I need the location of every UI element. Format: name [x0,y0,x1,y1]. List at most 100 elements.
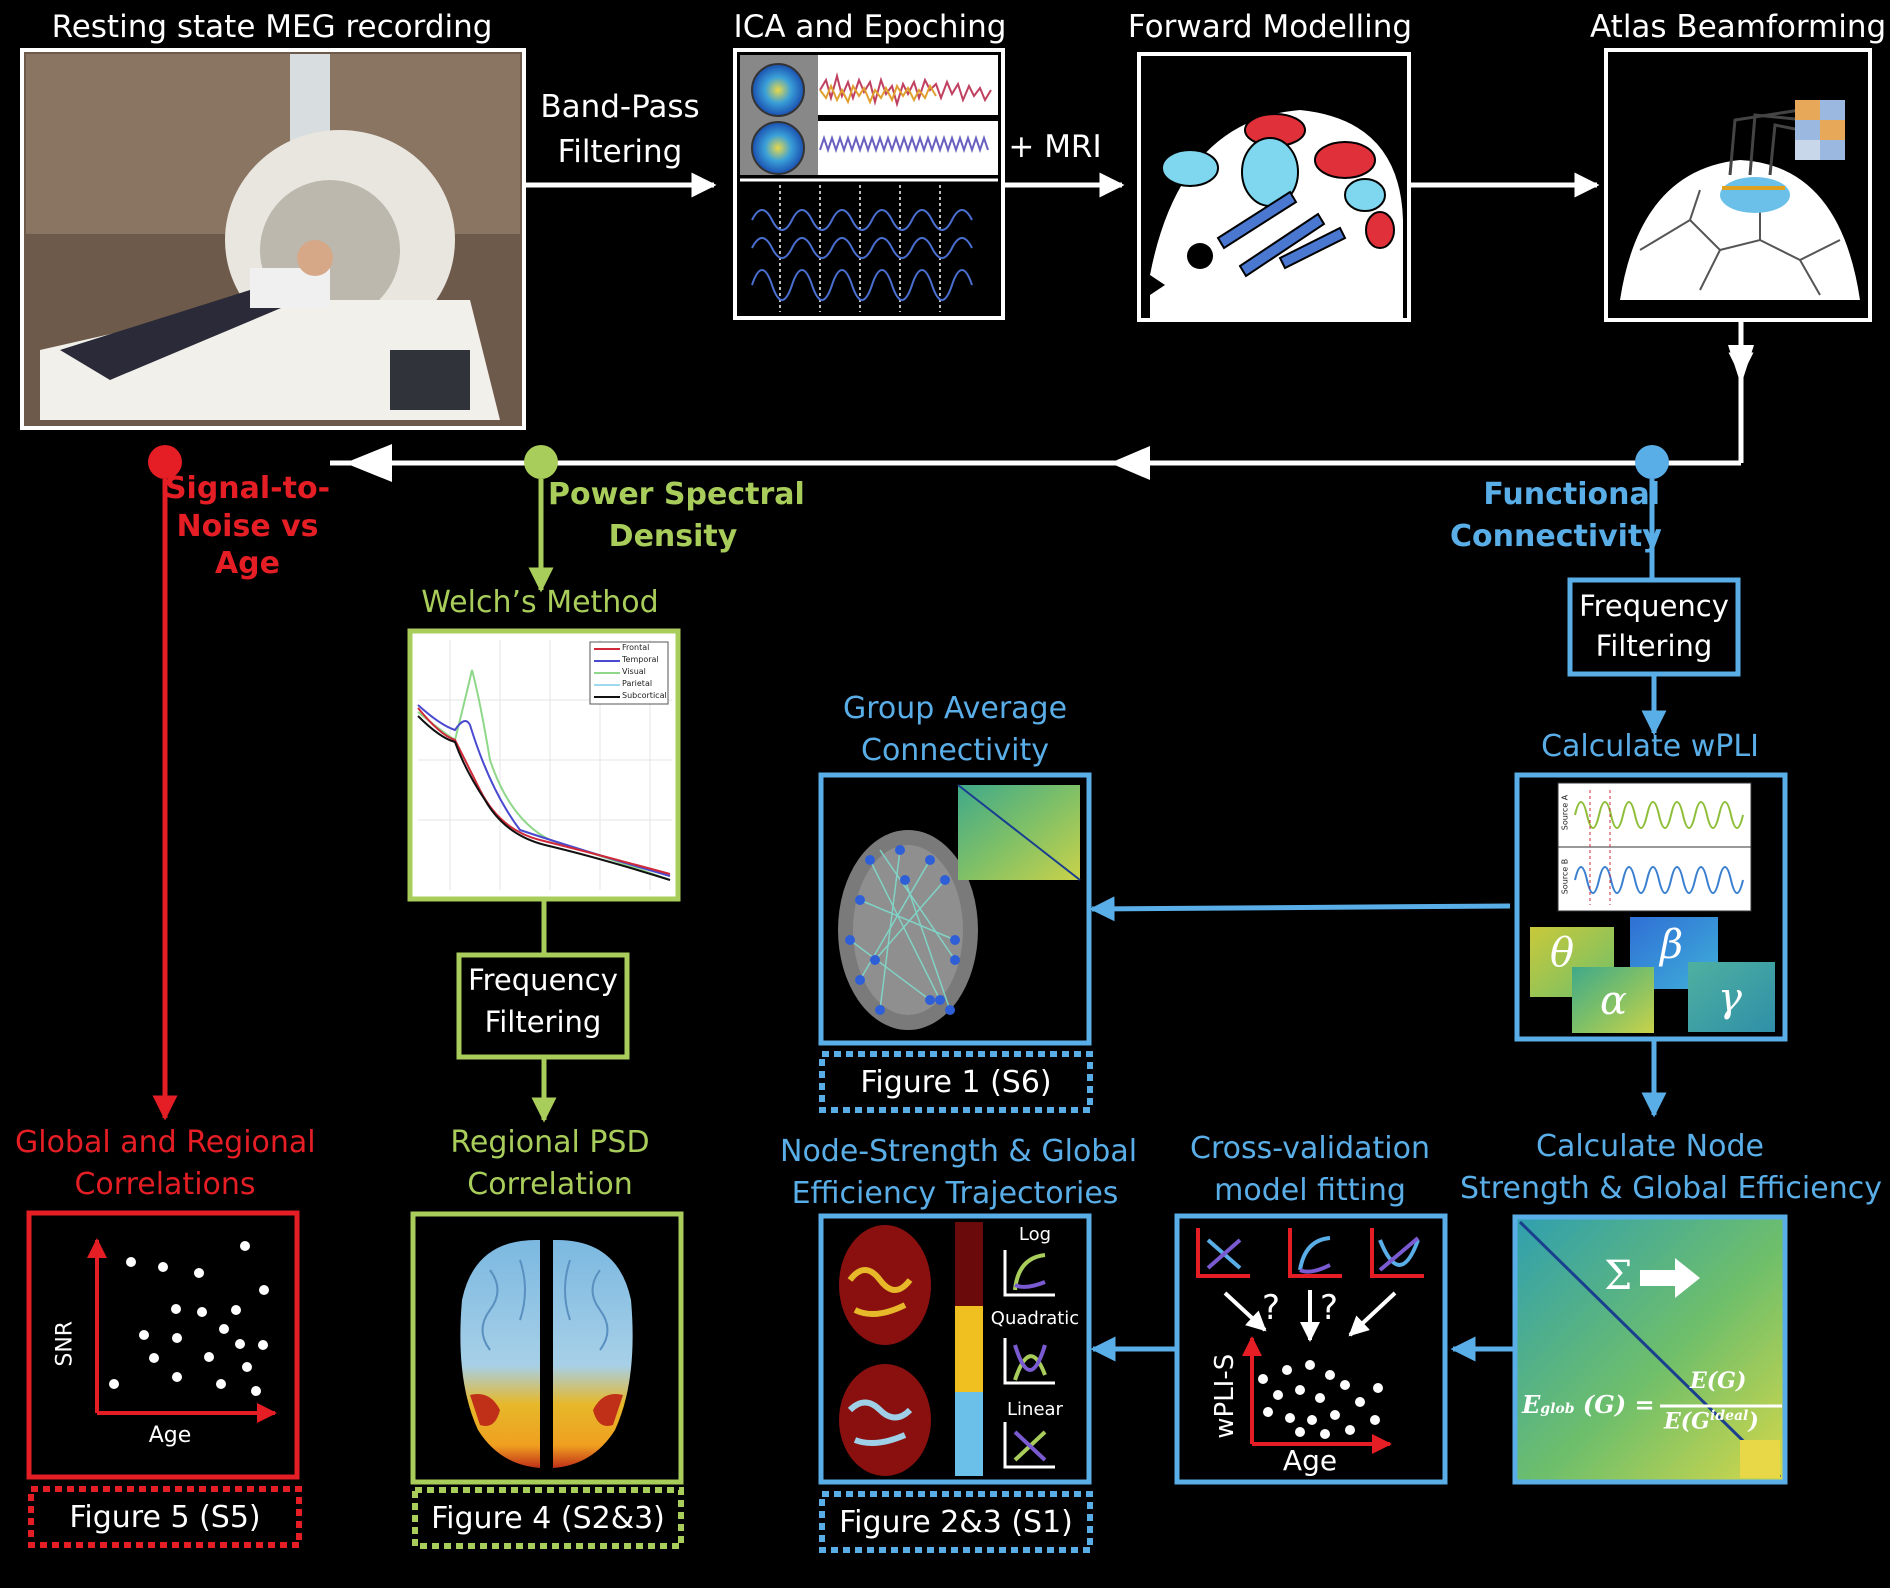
sigma-symbol: Σ [1604,1253,1633,1299]
regional-psd-title: Regional PSD Correlation [400,1124,700,1203]
ica-panel [733,48,1005,320]
global-efficiency-panel [1512,1214,1788,1485]
source-a-label: Source A [1560,794,1570,831]
atlas-title: Atlas Beamforming [1590,9,1887,45]
gamma-symbol: γ [1718,975,1742,1021]
cv-title-line2: model fitting [1214,1172,1406,1208]
model-log-label: Log [1018,1224,1052,1245]
regional-psd-brain-panel [410,1211,684,1485]
cross-validation-panel [1174,1213,1448,1485]
psd-title-line2: Density [608,518,738,554]
forward-model-panel [1137,52,1411,322]
group-connectivity-panel [818,772,1092,1046]
group-title-line2: Connectivity [861,732,1049,768]
figure1-frame [819,1051,1093,1113]
regional-psd-line1: Regional PSD [450,1125,650,1160]
eglob-num: E(G) [1690,1368,1747,1394]
group-connectivity-title: Group Average Connectivity [805,690,1105,769]
model-linear-label: Linear [1007,1399,1063,1420]
figure5-label: Figure 5 (S5) [69,1499,261,1535]
figure4-label: Figure 4 (S2&3) [431,1500,665,1536]
fc-title-line2: Connectivity [1450,518,1662,554]
legend-frontal: Frontal [622,643,650,652]
atlas-beamforming-panel [1604,48,1872,322]
blue-connector [1089,896,1511,922]
green-frequency-filtering-label: Frequency Filtering [459,962,627,1041]
cv-x-axis-label: Age [1282,1444,1338,1477]
wpli-panel [1514,772,1788,1042]
snr-y-axis-label: SNR [52,1320,78,1367]
regional-psd-line2: Correlation [467,1166,633,1202]
flow-arrowhead [1110,446,1150,480]
blue-freq-line1: Frequency [1579,589,1729,623]
question-mark-left: ? [1262,1288,1281,1328]
cross-validation-title: Cross-validation model fitting [1160,1130,1460,1209]
snr-x-axis-label: Age [148,1423,192,1448]
source-b-label: Source B [1560,858,1570,895]
green-freq-line1: Frequency [468,963,618,997]
wpli-title: Calculate wPLI [1541,729,1759,764]
psd-legend: Frontal Temporal Visual Parietal Subcort… [622,642,670,702]
snr-title-line2: Noise vs [176,508,319,544]
figure1-label: Figure 1 (S6) [860,1064,1052,1100]
band-pass-label: Band-Pass Filtering [530,88,710,172]
snr-title-line1: Signal-to- [164,471,331,506]
forward-title: Forward Modelling [1127,9,1413,45]
eglob-lhs: E [1522,1390,1541,1419]
global-regional-line1: Global and Regional [15,1125,316,1160]
meg-title: Resting state MEG recording [51,9,493,45]
snr-branch-title: Signal-to- Noise vs Age [160,470,335,583]
psd-plot-panel [407,628,681,902]
traj-title-line2: Efficiency Trajectories [791,1175,1119,1211]
trajectories-panel [818,1213,1092,1485]
eglob-den-sup: ideal [1709,1408,1749,1424]
ica-title: ICA and Epoching [733,9,1007,45]
flow-arrowhead [1728,345,1754,385]
snr-scatter-panel [26,1210,300,1480]
legend-subcortical: Subcortical [622,691,667,700]
green-branch-node [524,445,558,479]
model-quadratic-label: Quadratic [990,1308,1080,1329]
flow-arrowhead [345,444,392,482]
blue-frequency-filtering-label: Frequency Filtering [1570,588,1738,665]
fc-branch-title: Functional Connectivity [1450,476,1662,555]
eglob-arg: (G) = [1582,1390,1655,1419]
band-pass-line2: Filtering [557,133,683,170]
fc-title-line1: Functional [1483,477,1660,512]
red-branch-node [148,445,182,479]
meg-photo [20,48,526,430]
eglob-sub: glob [1540,1401,1575,1417]
cv-y-axis-label: wPLI-S [1209,1353,1240,1439]
traj-title-line1: Node-Strength & Global [780,1134,1138,1169]
blue-freq-line2: Filtering [1595,629,1713,664]
global-regional-title: Global and Regional Correlations [15,1124,316,1203]
figure4-frame [412,1487,684,1549]
figure5-frame [28,1486,302,1548]
global-regional-line2: Correlations [74,1166,256,1202]
snr-title-line3: Age [214,546,281,581]
node-title-line1: Calculate Node [1536,1129,1764,1164]
eglob-den-close: ) [1748,1408,1759,1435]
blue-branch-node [1635,445,1669,479]
mri-label: + MRI [1008,129,1102,165]
node-strength-title: Calculate Node Strength & Global Efficie… [1460,1128,1882,1207]
eglob-den: E(G [1664,1408,1710,1435]
welch-title: Welch’s Method [421,585,659,620]
beta-symbol: β [1660,922,1684,968]
group-title-line1: Group Average [842,691,1068,726]
theta-symbol: θ [1550,930,1575,976]
figure23-frame [819,1491,1093,1553]
legend-parietal: Parietal [622,679,653,688]
psd-branch-title: Power Spectral Density [548,476,805,555]
psd-title-line1: Power Spectral [548,477,805,512]
figure23-label: Figure 2&3 (S1) [839,1504,1073,1540]
node-title-line2: Strength & Global Efficiency [1460,1170,1882,1206]
green-freq-line2: Filtering [484,1005,602,1040]
legend-visual: Visual [622,667,646,676]
band-pass-line1: Band-Pass [540,89,700,125]
cv-title-line1: Cross-validation [1190,1131,1430,1166]
alpha-symbol: α [1600,978,1628,1024]
legend-temporal: Temporal [622,655,659,664]
